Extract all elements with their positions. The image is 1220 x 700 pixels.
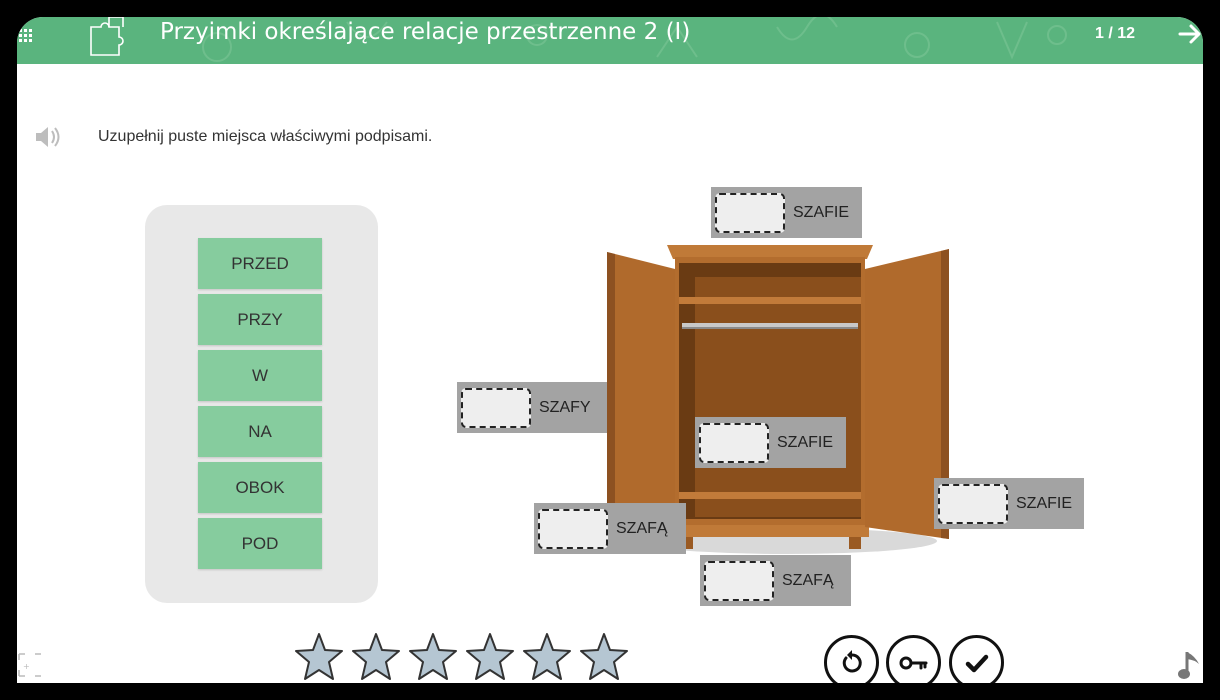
star-icon — [523, 633, 571, 680]
grid-menu-icon[interactable] — [17, 25, 39, 47]
drop-zone-label-4: SZAFIE — [1016, 494, 1073, 512]
star-icon — [295, 633, 343, 680]
drop-zone-label-3: SZAFIE — [777, 433, 834, 451]
instruction-text: Uzupełnij puste miejsca właściwymi podpi… — [98, 128, 433, 145]
drop-zone-in-front: SZAFY — [457, 382, 607, 433]
hint-key-button[interactable] — [886, 635, 941, 683]
drop-slot-6[interactable] — [704, 560, 774, 601]
star-icon — [409, 633, 457, 680]
drop-slot-2[interactable] — [461, 387, 531, 428]
header-bar: Przyimki określające relacje przestrzenn… — [17, 17, 1203, 64]
svg-text:+: + — [23, 662, 30, 671]
drop-slot-3[interactable] — [699, 422, 769, 463]
reset-icon — [842, 649, 862, 672]
drop-zone-label-6: SZAFĄ — [782, 571, 834, 589]
speaker-icon[interactable] — [33, 124, 63, 150]
page-title: Przyimki określające relacje przestrzenn… — [160, 19, 691, 45]
reset-button[interactable] — [824, 635, 879, 683]
drop-zone-label-5: SZAFĄ — [616, 519, 668, 537]
star-icon — [580, 633, 628, 680]
check-button[interactable] — [949, 635, 1004, 683]
star-rating — [291, 630, 641, 683]
word-tile-w[interactable]: W — [198, 350, 322, 401]
drop-zone-label-2: SZAFY — [539, 398, 591, 416]
word-tile-na[interactable]: NA — [198, 406, 322, 457]
fullscreen-icon[interactable]: + — [17, 650, 43, 680]
star-icon — [466, 633, 514, 680]
word-tile-przy[interactable]: PRZY — [198, 294, 322, 345]
drop-zone-on-top: SZAFIE — [711, 187, 862, 238]
word-tile-przed[interactable]: PRZED — [198, 238, 322, 289]
wardrobe-illustration — [607, 245, 949, 554]
drop-zone-under: SZAFĄ — [700, 555, 851, 606]
drop-slot-1[interactable] — [715, 192, 785, 233]
drop-slot-4[interactable] — [938, 483, 1008, 524]
puzzle-icon — [90, 17, 124, 56]
star-icon — [352, 633, 400, 680]
word-tile-pod[interactable]: POD — [198, 518, 322, 569]
word-bank: PRZED PRZY W NA OBOK POD — [145, 205, 378, 603]
drop-slot-5[interactable] — [538, 508, 608, 549]
drop-zone-at-side: SZAFIE — [934, 478, 1084, 529]
drop-zone-beside: SZAFĄ — [534, 503, 686, 554]
drop-zone-inside: SZAFIE — [695, 417, 846, 468]
key-icon — [899, 656, 927, 669]
page-counter: 1 / 12 — [1095, 25, 1136, 42]
music-icon[interactable] — [1177, 648, 1203, 683]
arrow-right-icon[interactable] — [1177, 21, 1203, 47]
word-tile-obok[interactable]: OBOK — [198, 462, 322, 513]
drop-zone-label-1: SZAFIE — [793, 203, 850, 221]
header-decoration — [202, 17, 1067, 62]
check-icon — [965, 654, 988, 672]
app-screen: Przyimki określające relacje przestrzenn… — [17, 17, 1203, 683]
